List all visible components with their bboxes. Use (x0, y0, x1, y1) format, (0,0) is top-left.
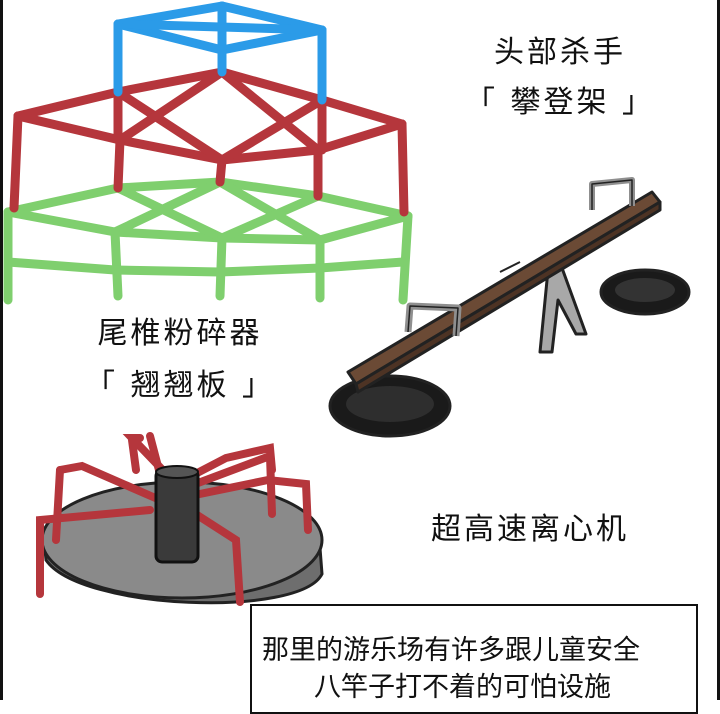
seesaw-label: 尾椎粉碎器 「 翘翘板 」 (84, 316, 276, 403)
caption-line-2: 八竿子打不着的可怕设施 (314, 672, 611, 703)
caption-box: 那里的游乐场有许多跟儿童安全 八竿子打不着的可怕设施 (250, 604, 698, 714)
seesaw (328, 177, 691, 438)
climbing-frame-top-level (113, 1, 327, 105)
spinner-center-post (154, 468, 200, 564)
climbing-frame (3, 1, 413, 305)
climbing-frame-bottom-level (3, 177, 413, 305)
seesaw-fulcrum (538, 266, 588, 354)
caption-line-1: 那里的游乐场有许多跟儿童安全 (262, 635, 640, 666)
seesaw-handle-right (589, 177, 635, 210)
merry-go-round-label: 超高速离心机 (431, 512, 629, 547)
climbing-frame-label: 头部杀手 「 攀登架 」 (464, 35, 656, 120)
merry-go-round (36, 432, 324, 606)
